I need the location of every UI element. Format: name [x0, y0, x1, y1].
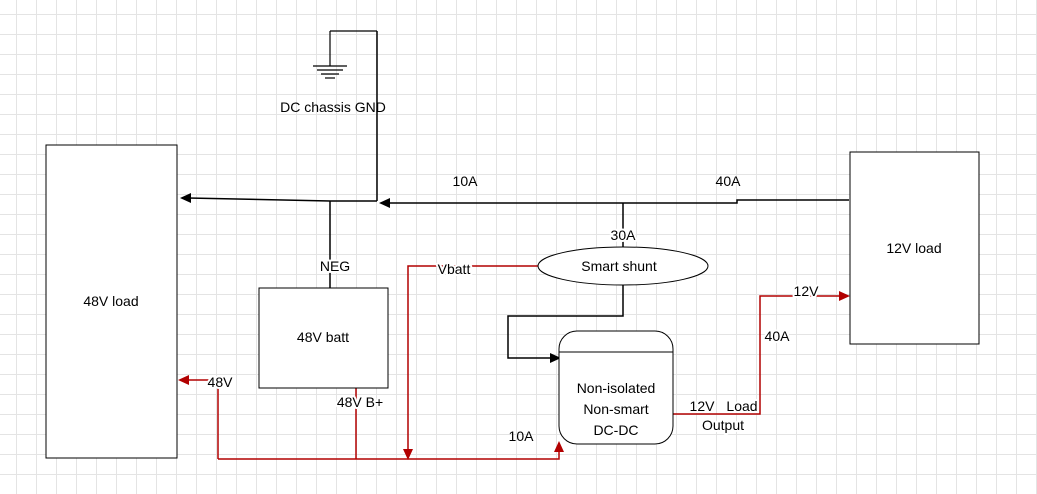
feed-48v-label: 48V — [208, 374, 234, 390]
arrow-head — [379, 198, 390, 208]
dcdc-label-line1: Non-isolated — [577, 380, 656, 396]
negative-wiring — [180, 31, 849, 363]
current-30a-label: 30A — [611, 227, 637, 243]
current-40a-right-label: 40A — [765, 328, 791, 344]
feed-12v-label: 12V — [794, 283, 820, 299]
dcdc-label-line3: DC-DC — [593, 422, 638, 438]
dcdc-label-line2: Non-smart — [583, 401, 648, 417]
positive-wiring — [178, 265, 850, 460]
dcdc-box[interactable] — [558, 330, 674, 445]
smart-shunt-ellipse[interactable] — [537, 246, 709, 286]
load-12v-box[interactable] — [849, 151, 980, 345]
output-12v-wire — [673, 295, 841, 415]
ground-icon — [313, 30, 377, 79]
batt-48v-label: 48V batt — [297, 329, 349, 345]
load-12v-label: 12V load — [886, 240, 941, 256]
load-12v-return-wire — [388, 199, 849, 204]
shunt-label: Smart shunt — [581, 258, 657, 274]
arrow-head — [178, 375, 189, 385]
ground-label: DC chassis GND — [280, 99, 386, 115]
current-40a-top-label: 40A — [716, 173, 742, 189]
current-10a-bottom-label: 10A — [509, 428, 535, 444]
feed-48v-wire — [188, 379, 219, 459]
arrow-head — [403, 449, 413, 460]
load-48v-label: 48V load — [83, 293, 138, 309]
neg-bus-wire — [187, 197, 377, 202]
load-48v-box[interactable] — [45, 144, 178, 459]
pos-bus-wire — [218, 450, 560, 460]
arrow-head — [839, 291, 850, 301]
arrow-head — [550, 353, 561, 363]
vbatt-label: Vbatt — [438, 261, 471, 277]
arrow-head — [180, 193, 191, 203]
neg-label: NEG — [320, 258, 350, 274]
shunt-lower-wire — [507, 285, 624, 359]
arrow-head — [554, 441, 564, 452]
output-12v-label: 12V — [690, 398, 716, 414]
output-load-label: Load — [726, 398, 757, 414]
batt-48v-box[interactable] — [258, 287, 389, 389]
vbatt-sense-wire — [407, 265, 540, 450]
current-10a-top-label: 10A — [453, 173, 479, 189]
batt-pos-label: 48V B+ — [337, 394, 383, 410]
output-word-label: Output — [702, 417, 744, 433]
